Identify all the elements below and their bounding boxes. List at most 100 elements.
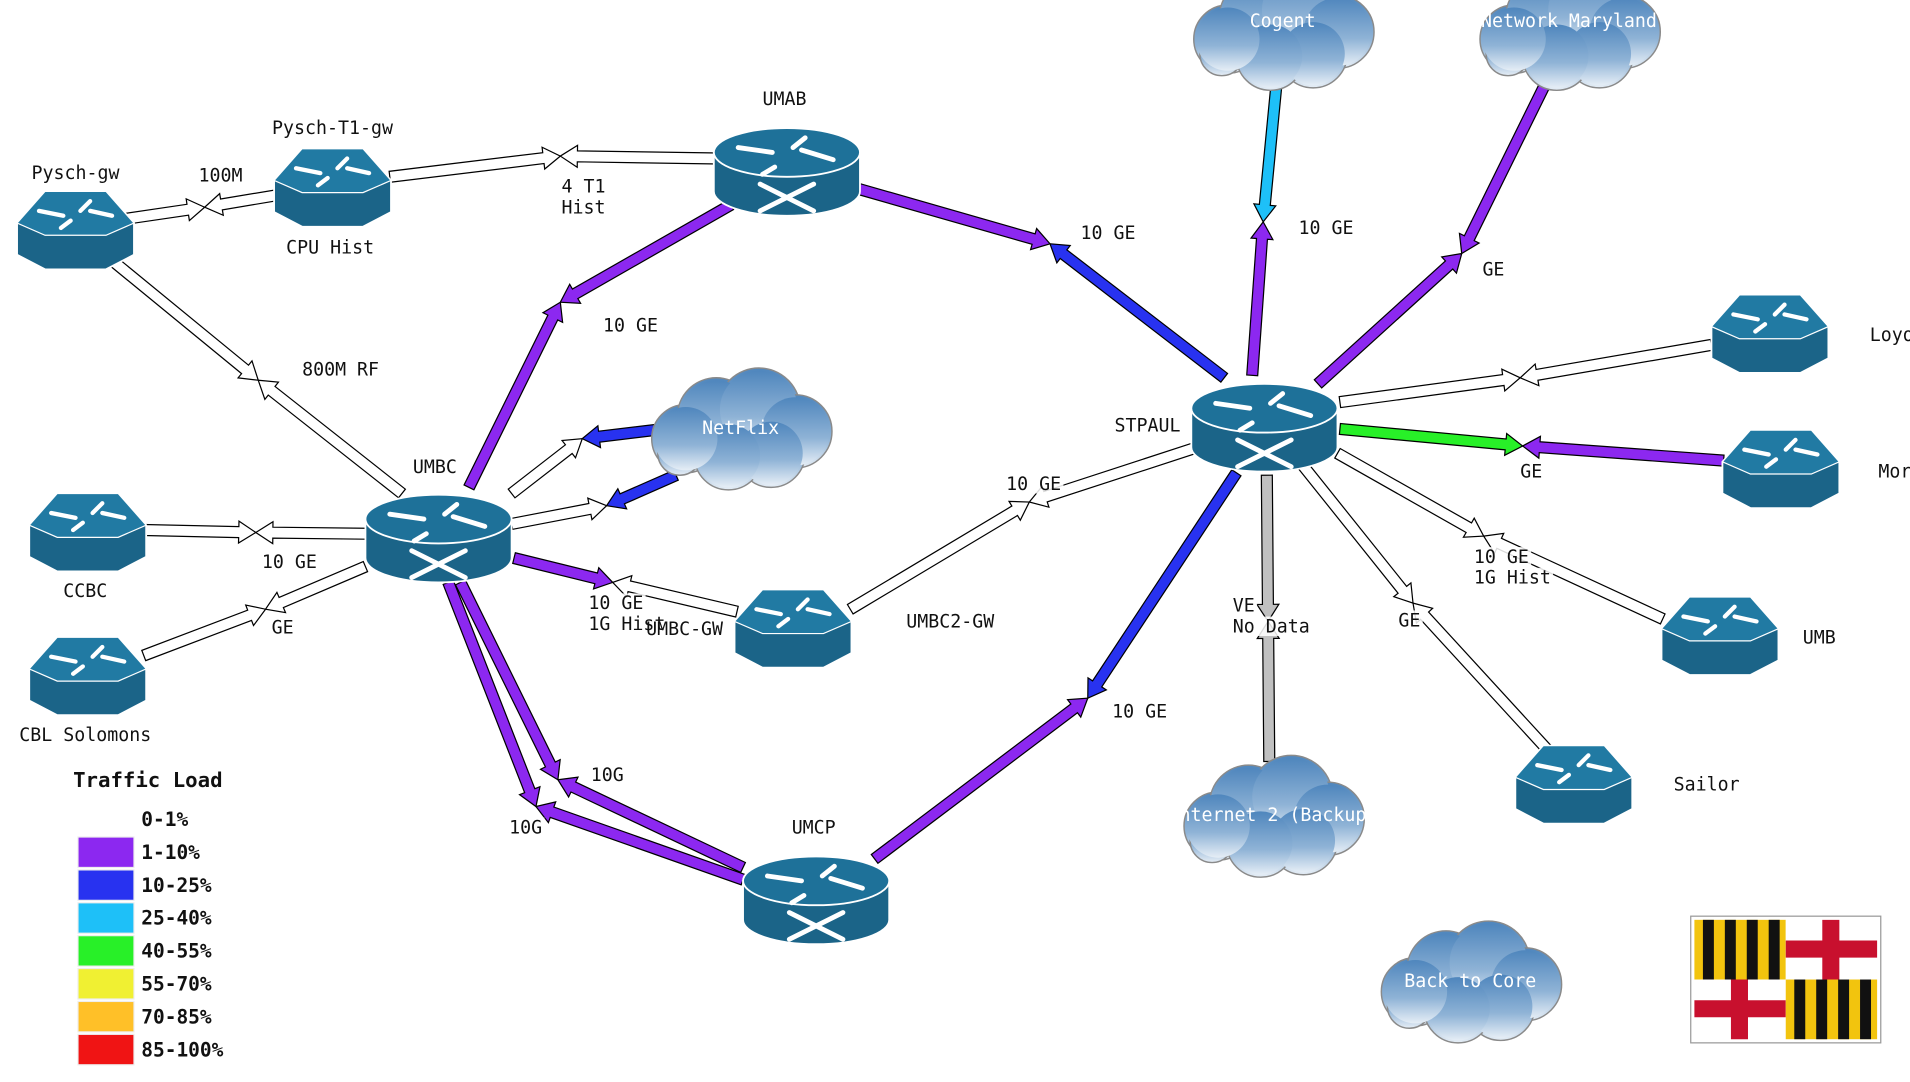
link-arrow-from-umbc[interactable] <box>463 301 564 491</box>
link-arrow-from-umbc[interactable] <box>254 520 367 545</box>
link-umbc2-stpaul[interactable] <box>846 442 1197 615</box>
link-cogent-stpaul[interactable] <box>1246 81 1283 377</box>
node-label: UMAB <box>762 89 806 110</box>
link-label: 10 GE <box>1112 702 1167 723</box>
link-arrow-from-umbc2[interactable] <box>846 500 1031 615</box>
node-label: STPAUL <box>1114 415 1180 436</box>
link-arrow-from-umbc[interactable] <box>507 437 584 499</box>
switch-icon <box>1721 429 1841 510</box>
link-cbl-umbc[interactable] <box>141 560 369 662</box>
link-arrow-from-stpaul[interactable] <box>1049 243 1229 383</box>
node-morgan[interactable] <box>1721 429 1841 510</box>
node-netmd[interactable]: Network Maryland <box>1479 0 1662 92</box>
link-arrow-from-stpaul[interactable] <box>1295 458 1414 605</box>
link-pysch-t1-umab[interactable] <box>388 144 720 183</box>
node-pysch-gw[interactable] <box>16 190 136 271</box>
link-arrow-from-ccbc[interactable] <box>142 520 257 545</box>
link-arrow-from-umcp[interactable] <box>534 801 746 886</box>
node-stpaul[interactable] <box>1190 382 1339 473</box>
node-label: Pysch-gw <box>32 163 120 184</box>
link-arrow-from-i2[interactable] <box>1256 620 1281 763</box>
node-i2[interactable]: Internet 2 (Backup) <box>1168 754 1377 878</box>
link-pysch-gw-pysch-t1[interactable] <box>120 186 294 226</box>
link-arrow-from-umcp[interactable] <box>870 697 1089 865</box>
link-netmd-stpaul[interactable] <box>1313 82 1551 389</box>
link-label: VE <box>1233 596 1255 617</box>
link-umbc-netflix[interactable] <box>509 469 680 531</box>
node-umb[interactable] <box>1660 596 1780 676</box>
link-label: GE <box>1482 259 1504 280</box>
link-arrow-from-umcp[interactable] <box>556 776 747 874</box>
link-pysch-gw-umbc[interactable] <box>105 253 407 499</box>
link-arrow-from-loyola[interactable] <box>1519 338 1714 387</box>
link-arrow-from-cogent[interactable] <box>1252 81 1283 223</box>
legend-label: 40-55% <box>141 940 212 963</box>
link-arrow-from-stpaul[interactable] <box>1313 252 1463 389</box>
link-arrow-from-umab[interactable] <box>559 199 735 304</box>
link-arrow-from-pysch-gw[interactable] <box>105 253 260 381</box>
node-label: Cogent <box>1250 11 1316 32</box>
link-arrow-from-netmd[interactable] <box>1458 82 1551 255</box>
link-arrow-from-stpaul[interactable] <box>1087 468 1242 700</box>
link-arrow-from-morgan[interactable] <box>1521 435 1725 467</box>
link-i2-stpaul[interactable] <box>1255 474 1281 763</box>
node-umbc2[interactable] <box>733 588 853 669</box>
link-arrow-from-stpaul[interactable] <box>1255 474 1280 623</box>
node-label: NetFlix <box>702 418 779 439</box>
node-label: UMBC2-GW <box>906 611 994 632</box>
link-label: 4 T1 <box>562 177 606 198</box>
link-arrow-from-netflix[interactable] <box>605 469 680 510</box>
link-umbc-umcp[interactable] <box>442 579 746 886</box>
link-sailor-stpaul[interactable] <box>1295 458 1552 754</box>
link-arrow-from-stpaul[interactable] <box>1333 447 1485 538</box>
node-loyola[interactable] <box>1710 294 1830 374</box>
node-umab[interactable] <box>712 127 861 217</box>
router-icon <box>1190 382 1339 473</box>
node-umcp[interactable] <box>742 855 891 946</box>
node-umbc[interactable] <box>364 493 513 584</box>
node-cbl[interactable] <box>28 636 148 717</box>
link-arrow-from-pysch-gw[interactable] <box>120 197 206 226</box>
maryland-flag[interactable] <box>1690 915 1882 1044</box>
link-arrow-from-umbc[interactable] <box>442 579 541 808</box>
link-arrow-from-pysch-t1[interactable] <box>388 146 562 183</box>
node-label: Back to Core <box>1404 971 1536 992</box>
link-arrow-from-stpaul[interactable] <box>1246 220 1274 377</box>
switch-icon <box>28 636 148 717</box>
link-arrow-from-umbc[interactable] <box>511 551 614 590</box>
link-loyola-stpaul[interactable] <box>1338 338 1714 409</box>
link-umbc-umbc2[interactable] <box>511 551 739 618</box>
link-umb-stpaul[interactable] <box>1333 447 1666 625</box>
link-arrow-from-stpaul[interactable] <box>1338 422 1524 457</box>
link-arrow-from-umbc[interactable] <box>509 497 608 531</box>
link-umcp-stpaul[interactable] <box>870 468 1242 865</box>
links-layer <box>105 81 1725 886</box>
link-label: Hist <box>562 197 606 218</box>
link-umab-stpaul[interactable] <box>856 182 1229 383</box>
link-arrow-from-umbc[interactable] <box>257 379 407 499</box>
link-label: 10 GE <box>1006 474 1061 495</box>
node-netflix[interactable]: NetFlix <box>650 367 833 491</box>
link-arrow-from-sailor[interactable] <box>1412 602 1552 754</box>
node-pysch-t1[interactable] <box>273 147 393 228</box>
node-core[interactable]: Back to Core <box>1380 920 1563 1044</box>
link-arrow-from-umbc2[interactable] <box>611 574 739 618</box>
link-arrow-from-cbl[interactable] <box>141 604 267 662</box>
legend-swatch <box>77 967 135 1000</box>
link-arrow-from-umbc[interactable] <box>264 560 369 614</box>
link-arrow-from-stpaul[interactable] <box>1338 368 1522 409</box>
link-morgan-stpaul[interactable] <box>1338 422 1725 467</box>
node-sailor[interactable] <box>1514 744 1634 825</box>
link-umbc-umcp[interactable] <box>454 579 747 874</box>
link-umbc-netflix[interactable] <box>507 422 666 499</box>
node-cogent[interactable]: Cogent <box>1193 0 1375 92</box>
link-ccbc-umbc[interactable] <box>142 520 367 545</box>
link-arrow-from-umab[interactable] <box>559 144 720 169</box>
link-umab-umbc[interactable] <box>463 199 735 491</box>
link-arrow-from-umbc[interactable] <box>454 579 561 781</box>
link-label: GE <box>1520 462 1542 483</box>
link-arrow-from-umab[interactable] <box>856 182 1052 251</box>
node-ccbc[interactable] <box>28 492 148 573</box>
